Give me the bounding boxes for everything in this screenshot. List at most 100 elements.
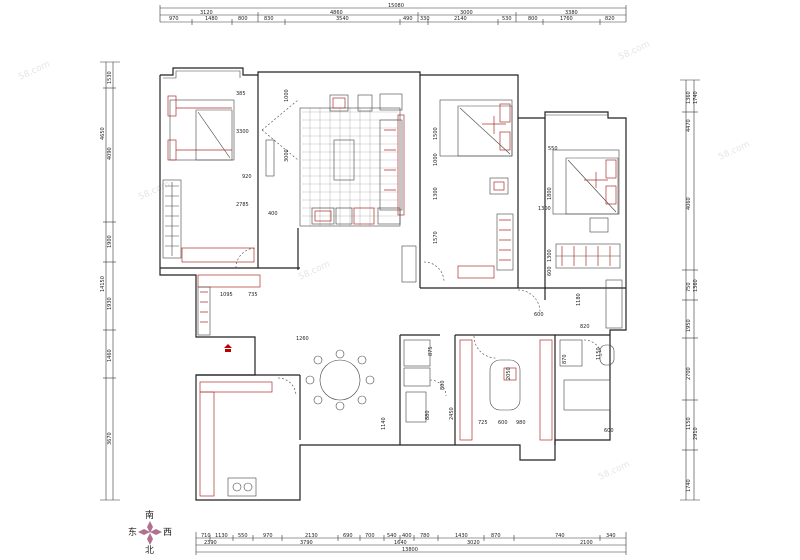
svg-text:58.com: 58.com [617,39,652,62]
dim-int: 2785 [236,202,249,208]
dim-top-r2: 800 [238,16,248,22]
bedroom-3: 550 1800 1300 1300 600 [517,146,623,329]
compass-west: 西 [163,527,172,538]
dim-int: 880 [425,410,431,420]
dim-int: 385 [236,91,246,97]
compass-south: 南 [145,509,154,521]
bathroom-1: 800 875 [403,339,447,423]
svg-text:58.com: 58.com [597,459,632,482]
svg-text:58.com: 58.com [297,259,332,282]
dim-top-r2: 800 [528,16,538,22]
dim-right: 4470 [686,119,692,132]
wardrobe-3 [555,243,621,269]
dim-bottom-r1: 690 [343,533,353,539]
dim-int: 820 [580,324,590,330]
dim-int: 980 [516,420,526,426]
compass-east: 东 [128,526,137,538]
dim-left: 1530 [107,71,113,84]
dim-int: 3000 [284,149,290,162]
right-dimension-chain: 1360 1740 4470 4060 750 1360 1950 2700 1… [680,79,700,501]
compass-north: 北 [145,545,154,556]
dim-bottom-r1: 740 [555,533,565,539]
dim-top-r2: 530 [502,16,512,22]
dim-left: 1930 [107,297,113,310]
dim-left: 1900 [107,235,113,248]
dim-top-r1: 3380 [565,10,578,16]
dim-left: 4090 [107,147,113,160]
dim-int: 2450 [449,407,455,420]
dim-bottom-r1: 970 [263,533,273,539]
dim-int: 600 [604,428,614,434]
kitchen [199,377,297,497]
dim-right: 1950 [686,319,692,332]
interior-walls [160,75,626,445]
dim-int: 1570 [433,231,439,244]
dim-bottom-r1: 700 [365,533,375,539]
dim-int: 400 [268,211,278,217]
dim-top-total: 15080 [388,3,404,9]
bedroom-2: 1500 1000 1300 1570 [423,99,514,283]
dim-int: 920 [242,174,252,180]
dining-area: 1260 1140 [296,336,387,430]
svg-text:58.com: 58.com [137,179,172,202]
dim-top-r1: 3120 [200,10,213,16]
dim-top-r2: 1480 [205,16,218,22]
dim-int: 1000 [284,89,290,102]
dim-top-r2: 330 [420,16,430,22]
dim-int: 1000 [433,153,439,166]
dim-bottom-r1: 870 [491,533,501,539]
left-dimension-chain: 1530 4650 4090 1900 14150 1930 1460 3670 [100,61,120,501]
dim-left: 14150 [100,276,106,292]
dim-right: 2700 [686,367,692,380]
dim-bottom-r2: 2100 [580,540,593,546]
dim-top-r2: 820 [605,16,615,22]
dim-int: 735 [248,292,258,298]
master-dressing: 600 820 2050 725 600 980 [459,312,590,441]
dim-right: 1740 [686,479,692,492]
dim-left: 3670 [107,432,113,445]
wardrobe-2 [496,213,514,271]
dim-bottom-r1: 780 [420,533,430,539]
dim-int: 3300 [236,129,249,135]
entry-area: 1095 735 [197,274,261,352]
dim-int: 1140 [381,417,387,430]
dim-top-r2: 1760 [560,16,573,22]
wardrobe-1 [162,179,182,259]
dim-top-r2: 830 [264,16,274,22]
dim-top-r2-ticks [191,19,601,25]
dim-top-r2: 490 [403,16,413,22]
dim-right: 2910 [693,427,699,440]
watermark-text: 58.com [17,59,52,82]
dim-int: 1260 [296,336,309,342]
dim-bottom-total: 13800 [402,547,418,553]
compass-rose-icon [138,521,162,545]
dim-bottom-r1: 540 [387,533,397,539]
dim-left: 4650 [100,127,106,140]
dim-bottom-r1: 340 [606,533,616,539]
outer-walls [159,67,627,501]
dim-int: 1180 [576,293,582,306]
dim-bottom-r1: 550 [238,533,248,539]
dim-bottom-r2: 2390 [204,540,217,546]
dim-int: 875 [428,346,434,356]
dim-right: 4060 [686,197,692,210]
dim-top-r2: 3540 [336,16,349,22]
top-dimension-chain: 15080 3120 4860 3000 3380 970 1480 800 8… [159,3,627,25]
dim-top-r1: 4860 [330,10,343,16]
dim-top-r2: 2140 [454,16,467,22]
dim-int: 800 [440,380,446,390]
dim-top-r1: 3000 [460,10,473,16]
dim-bottom-r1: 400 [402,533,412,539]
dim-int: 2050 [506,367,512,380]
rug-hatch [302,108,398,226]
dim-right: 1740 [693,91,699,104]
dim-int: 1300 [538,206,551,212]
dim-right: 750 [686,282,692,292]
dim-bottom-r1: 710 [201,533,211,539]
svg-text:58.com: 58.com [717,139,752,162]
bedroom-1: 385 3300 920 2785 400 [162,91,278,269]
dim-int: 1800 [547,187,553,200]
dim-int: 1300 [547,249,553,262]
dim-left: 1460 [107,349,113,362]
dim-int: 1150 [596,347,602,360]
